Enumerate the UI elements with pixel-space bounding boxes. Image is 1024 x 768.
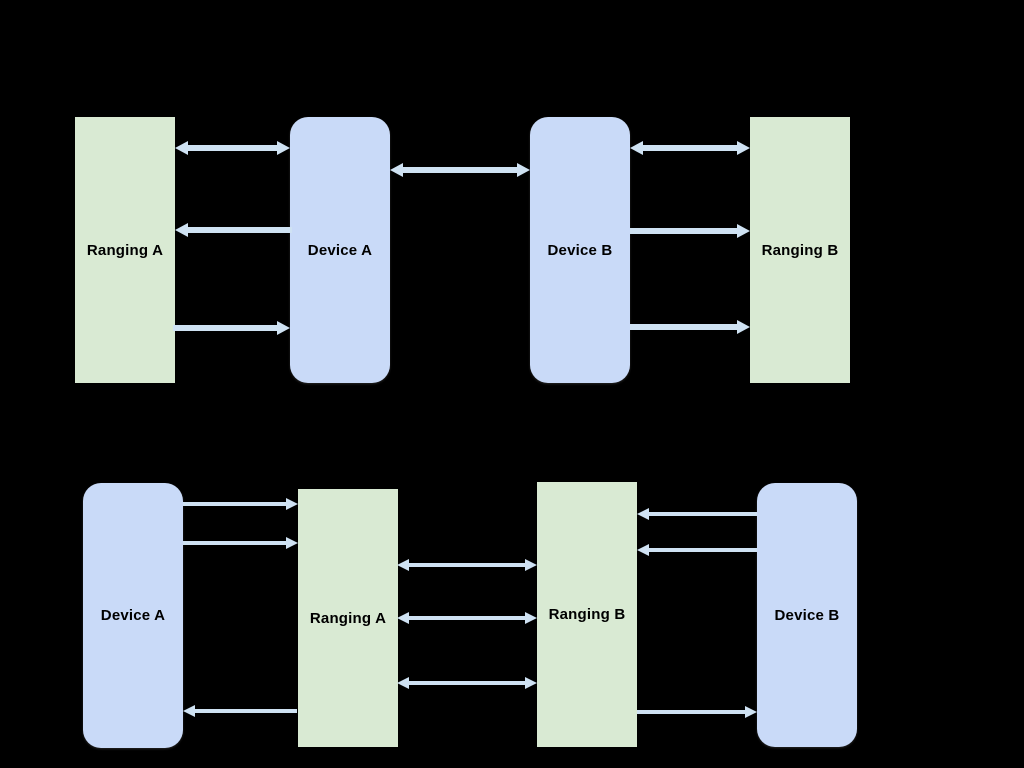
arrow-ranging-a-ranging-b-both-3 xyxy=(397,677,537,689)
arrow-ranging-b-to-device-b xyxy=(637,706,757,718)
arrow-device-a-to-ranging-a-2-head-right xyxy=(286,537,298,549)
arrow-ranging-b-to-device-b-shaft xyxy=(637,710,747,714)
arrow-device-b-to-ranging-b-2 xyxy=(637,544,757,556)
arrow-device-b-to-ranging-b-2-shaft xyxy=(647,548,757,552)
arrow-device-a-device-b-both-head-left xyxy=(390,163,403,177)
arrow-device-a-to-ranging-a-1-shaft xyxy=(183,502,288,506)
box-device-b-bottom: Device B xyxy=(757,483,857,747)
arrow-device-a-to-ranging-a-head-left xyxy=(175,223,188,237)
arrow-ranging-a-ranging-b-both-1-head-left xyxy=(397,559,409,571)
arrow-device-a-to-ranging-a-2 xyxy=(183,537,298,549)
arrow-device-b-to-ranging-b-mid-shaft xyxy=(630,228,739,234)
box-device-a-top: Device A xyxy=(290,117,390,383)
arrow-ranging-a-to-device-a xyxy=(173,321,290,335)
arrow-ranging-a-ranging-b-both-1-shaft xyxy=(407,563,527,567)
arrow-device-a-to-ranging-a-shaft xyxy=(186,227,292,233)
box-label-ranging-a-bottom: Ranging A xyxy=(309,609,387,627)
arrow-ranging-a-ranging-b-both-3-head-left xyxy=(397,677,409,689)
box-label-ranging-b-bottom: Ranging B xyxy=(548,606,626,623)
arrow-device-b-ranging-b-both-head-left xyxy=(630,141,643,155)
box-ranging-b-bottom: Ranging B xyxy=(537,482,637,747)
arrow-device-b-to-ranging-b-1-shaft xyxy=(647,512,757,516)
arrow-device-b-to-ranging-b-low-head-right xyxy=(737,320,750,334)
box-ranging-a-top: Ranging A xyxy=(75,117,175,383)
arrow-ranging-a-ranging-b-both-2-head-right xyxy=(525,612,537,624)
arrow-ranging-a-ranging-b-both-2 xyxy=(397,612,537,624)
arrow-device-b-to-ranging-b-1 xyxy=(637,508,757,520)
arrow-ranging-a-ranging-b-both-3-head-right xyxy=(525,677,537,689)
arrow-device-a-device-b-both xyxy=(390,163,530,177)
arrow-device-b-to-ranging-b-low xyxy=(630,320,750,334)
arrow-ranging-a-ranging-b-both-3-shaft xyxy=(407,681,527,685)
arrow-device-b-to-ranging-b-low-shaft xyxy=(630,324,739,330)
arrow-ranging-a-device-a-both-head-left xyxy=(175,141,188,155)
box-label-device-a-top: Device A xyxy=(307,241,373,259)
box-ranging-b-top: Ranging B xyxy=(750,117,850,383)
box-label-ranging-b-top: Ranging B xyxy=(761,241,839,259)
arrow-device-b-ranging-b-both-shaft xyxy=(641,145,739,151)
arrow-device-b-to-ranging-b-2-head-left xyxy=(637,544,649,556)
box-label-device-b-top: Device B xyxy=(547,241,613,259)
arrow-ranging-a-ranging-b-both-2-shaft xyxy=(407,616,527,620)
arrow-ranging-b-to-device-b-head-right xyxy=(745,706,757,718)
arrow-ranging-a-ranging-b-both-1-head-right xyxy=(525,559,537,571)
arrow-device-a-to-ranging-a-1-head-right xyxy=(286,498,298,510)
arrow-device-a-to-ranging-a-2-shaft xyxy=(183,541,288,545)
box-label-ranging-a-top: Ranging A xyxy=(86,241,164,259)
arrow-ranging-a-ranging-b-both-2-head-left xyxy=(397,612,409,624)
arrow-ranging-a-device-a-both xyxy=(175,141,290,155)
arrow-device-a-device-b-both-shaft xyxy=(401,167,519,173)
arrow-device-b-to-ranging-b-1-head-left xyxy=(637,508,649,520)
arrow-ranging-a-to-device-a-head-right xyxy=(277,321,290,335)
arrow-device-b-to-ranging-b-mid xyxy=(630,224,750,238)
box-label-device-b-bottom: Device B xyxy=(774,606,840,624)
arrow-ranging-a-to-device-a-shaft xyxy=(193,709,297,713)
arrow-device-a-to-ranging-a xyxy=(175,223,292,237)
arrow-ranging-a-device-a-both-shaft xyxy=(186,145,279,151)
arrow-device-b-ranging-b-both-head-right xyxy=(737,141,750,155)
box-label-device-a-bottom: Device A xyxy=(100,607,166,624)
arrow-ranging-a-ranging-b-both-1 xyxy=(397,559,537,571)
arrow-device-a-device-b-both-head-right xyxy=(517,163,530,177)
box-device-a-bottom: Device A xyxy=(83,483,183,748)
arrow-device-b-ranging-b-both xyxy=(630,141,750,155)
arrow-ranging-a-to-device-a-shaft xyxy=(173,325,279,331)
arrow-device-a-to-ranging-a-1 xyxy=(183,498,298,510)
arrow-ranging-a-to-device-a xyxy=(183,705,297,717)
arrow-device-b-to-ranging-b-mid-head-right xyxy=(737,224,750,238)
arrow-ranging-a-to-device-a-head-left xyxy=(183,705,195,717)
box-ranging-a-bottom: Ranging A xyxy=(298,489,398,747)
box-device-b-top: Device B xyxy=(530,117,630,383)
arrow-ranging-a-device-a-both-head-right xyxy=(277,141,290,155)
